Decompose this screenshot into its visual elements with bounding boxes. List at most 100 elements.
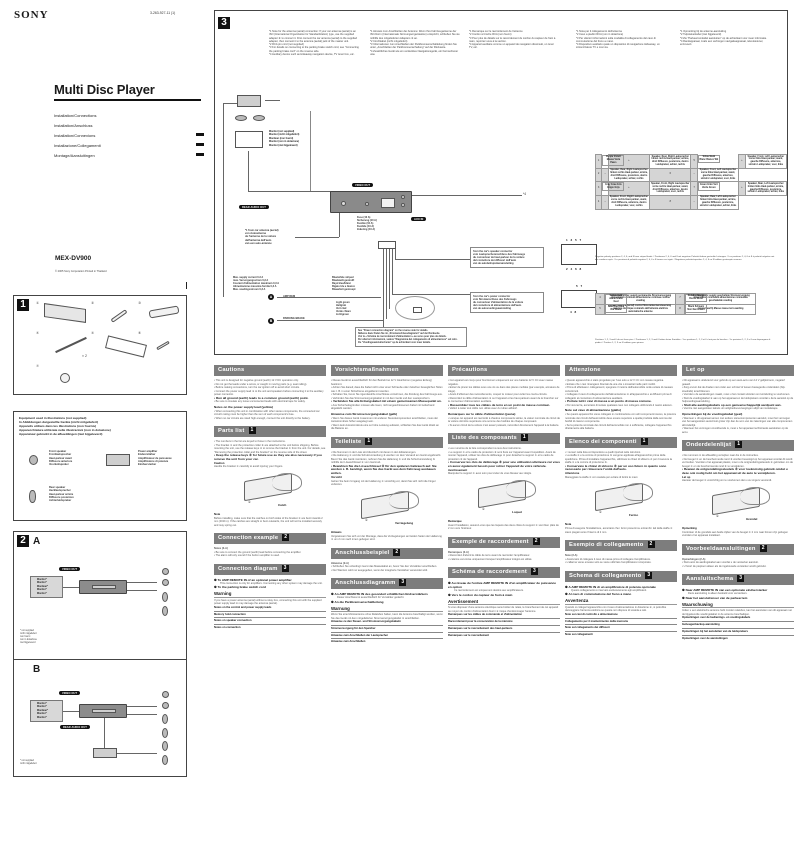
fold-mark — [186, 282, 187, 289]
section-title: Connection diagram — [218, 565, 278, 572]
video-out-label: VIDEO OUT — [59, 567, 81, 572]
legend-label: Diffusore anteriore — [49, 459, 73, 463]
numbered-item-b: ❷ An die Parkbremsenschaltleitung — [331, 599, 384, 604]
description: Speaker, Rear, Right Lautsprecher hinten… — [649, 154, 692, 169]
subheading: Collegamento per il mantenimento della m… — [565, 619, 628, 623]
legend-label: Front speaker — [49, 450, 67, 453]
note-line: *1 Remarque sur le raccordement de l'ant… — [469, 30, 523, 33]
body-text: • Prima di effettuare i collegamenti, sp… — [565, 386, 673, 393]
connector-detail-oval — [395, 296, 435, 320]
caution-heading: Vorsicht — [331, 474, 342, 479]
wire-color: Green Grün Vert Verde Groen — [697, 182, 720, 192]
title-rule — [54, 99, 201, 101]
product-title: Multi Disc Player — [54, 82, 155, 97]
callout-line: Per ulteriori informazioni, vedere "Diag… — [358, 338, 458, 341]
notes-nl: *1 Opmerking bij de antenne-aansluiting … — [680, 30, 772, 46]
pin-number: 1 — [594, 154, 603, 169]
front-speaker-icon — [162, 568, 169, 575]
power-connector-icon — [561, 290, 597, 308]
figure-reference-badge: 1 — [520, 434, 528, 442]
wire-color: Purple Violett Mauve Viola Paars — [602, 154, 625, 167]
text-block-placeholder — [331, 624, 443, 626]
body-text: Dieser Anschluss ist ausschließlich für … — [337, 596, 405, 600]
body-text: • Le support ① et le cadre de protection… — [448, 450, 556, 461]
screw-icon — [60, 373, 70, 383]
rca-cord — [265, 100, 280, 101]
note-line: *2 Cinchkabel (nicht mitgeliefert) — [370, 39, 408, 43]
body-text: Indien u een elektrische antenne hebt zo… — [682, 609, 792, 616]
hand-icon — [740, 486, 770, 505]
callout-line: dal connettore dei diffusori dell'auto — [473, 259, 517, 263]
wire — [223, 218, 224, 297]
antenna-label-line: de l'antenne de la voiture — [245, 235, 277, 239]
figure-reference-badge: 2 — [532, 537, 540, 545]
callout-line: van de autovoedingsaansluiting — [473, 307, 512, 311]
antenna-adapter-icon — [156, 340, 170, 351]
protection-collar-icon — [105, 335, 147, 358]
connector-plug-icon — [413, 307, 422, 313]
pin-number: 5 — [690, 154, 698, 169]
wire-color-label: Blauw/wit gestreept — [332, 288, 356, 292]
connector-pins-bottom: 2 4 6 8 — [566, 267, 583, 271]
legend-heading: Apparecchiature utilizzate nelle illustr… — [19, 428, 111, 432]
bold-text: • Bewaar de ontgrendelingssleutels ④ voo… — [682, 467, 788, 475]
callout-line: du connecteur de haut-parleur de la voit… — [473, 255, 525, 259]
figure-2-connection-example: 2 A Monitor* Monitor* Moniteur* Monitor*… — [13, 531, 187, 777]
subheading: Remarques sur le raccordement des haut-p… — [448, 626, 513, 630]
description: Speaker, Rear, Left Lautsprecher hinten … — [696, 194, 740, 210]
description: Speaker, Front, Left Lautsprecher vorne … — [744, 154, 788, 169]
numbered-text: Vers le cordon du capteur de frein à mai… — [451, 592, 513, 597]
part-number-label: ③ — [138, 301, 142, 305]
legend-heading: Equipment used in illustrations (not sup… — [19, 416, 87, 420]
figure-1-parts: 1 ① ② ③ ④ × 2 ⑤ ⑥ ⑦ — [13, 295, 187, 395]
language-item-en: Installation/Connections — [54, 113, 97, 118]
body-text: Maneggiare la staffa ① con cautela per e… — [565, 475, 639, 479]
note-line: *2 Cordon à broche RCA (non fourni) — [469, 33, 512, 37]
numbered-text: An AMP REMOTE IN des gesondert erhältlic… — [334, 592, 428, 597]
body-text: Remarques (2-A) — [448, 550, 469, 554]
monitor-label: Moniteur* — [37, 584, 49, 588]
text-block-placeholder — [682, 627, 794, 629]
bold-text: • Keep the release keys ④ for future use… — [214, 453, 322, 461]
video-out-label: VIDEO OUT — [352, 183, 374, 188]
body-text: • Aus Sicherheitsgründen müssen alle los… — [331, 403, 435, 411]
monitor-box: Monitor* Monitor* Moniteur* Monitor* Mon… — [30, 576, 63, 598]
monitor-label: Moniteur (non fourni) — [269, 136, 294, 140]
language-item-fr: Installation/Connexions — [54, 133, 96, 138]
pin-number: 8 — [675, 303, 685, 316]
rear-speaker-icon — [162, 755, 168, 765]
legend-label: Frontlautsprecher — [49, 453, 72, 457]
body-text: • Die Nummern in der Liste sind identisc… — [331, 450, 417, 454]
bold-text: • Portare tutti i cavi di massa a un pun… — [565, 399, 652, 403]
callout-line: Näheres dazu finden Sie im „Stromanschlu… — [358, 332, 441, 335]
power-table-note: Positions 1, 2, 3 and 6 do not have pins… — [595, 339, 771, 344]
body-text: • Be sure to connect the ground (earth) … — [214, 550, 302, 554]
language-item-nl: Montage/Aansluitingen — [54, 153, 95, 158]
note-line: *4 Dispositivo ausiliario quale un dispo… — [576, 43, 660, 50]
description: Speaker, Front, Right Lautsprecher vorne… — [607, 194, 651, 210]
wire — [127, 590, 157, 591]
amp-rem-label: AMP REM — [283, 295, 295, 299]
monitor-label: Monitor* — [37, 581, 47, 585]
bracket-illustration: ① Grendel — [682, 485, 794, 525]
not-supplied-footnote: * not supplied nicht mitgeliefert — [20, 760, 37, 766]
note-heading: Opmerking — [682, 525, 697, 530]
bracket-illustration: ① Fermo — [565, 481, 677, 521]
body-text: • I numeri nella lista corrispondono a q… — [565, 450, 641, 454]
body-text: • L'alarme est émise uniquement lorsque … — [448, 557, 533, 561]
monitor-label: Monitor (niet bijgeleverd) — [269, 143, 298, 147]
note-heading: Note — [214, 511, 221, 516]
legend-label: Diffusore posteriore — [49, 495, 74, 499]
head-unit-icon — [79, 580, 127, 594]
legend-label: Achterluidspreker — [49, 499, 72, 503]
wire-color: Blue Blau Bleu Blu Blauw — [605, 304, 627, 314]
section-title: Précautions — [452, 367, 488, 373]
body-text: Manipulez le support ① avec soin pour év… — [448, 472, 532, 476]
body-text: • Sluit de voedingskabel ③ aan op het ap… — [682, 396, 794, 404]
callout-line: Voir le « Schéma de raccordement d'alime… — [358, 335, 447, 338]
monitor-label: Monitor (nicht mitgeliefert) — [269, 133, 300, 137]
note-line: *4 Auxiliary device such as Hideaway nav… — [269, 53, 355, 57]
wire — [127, 582, 157, 583]
aux-cable — [412, 195, 522, 196]
